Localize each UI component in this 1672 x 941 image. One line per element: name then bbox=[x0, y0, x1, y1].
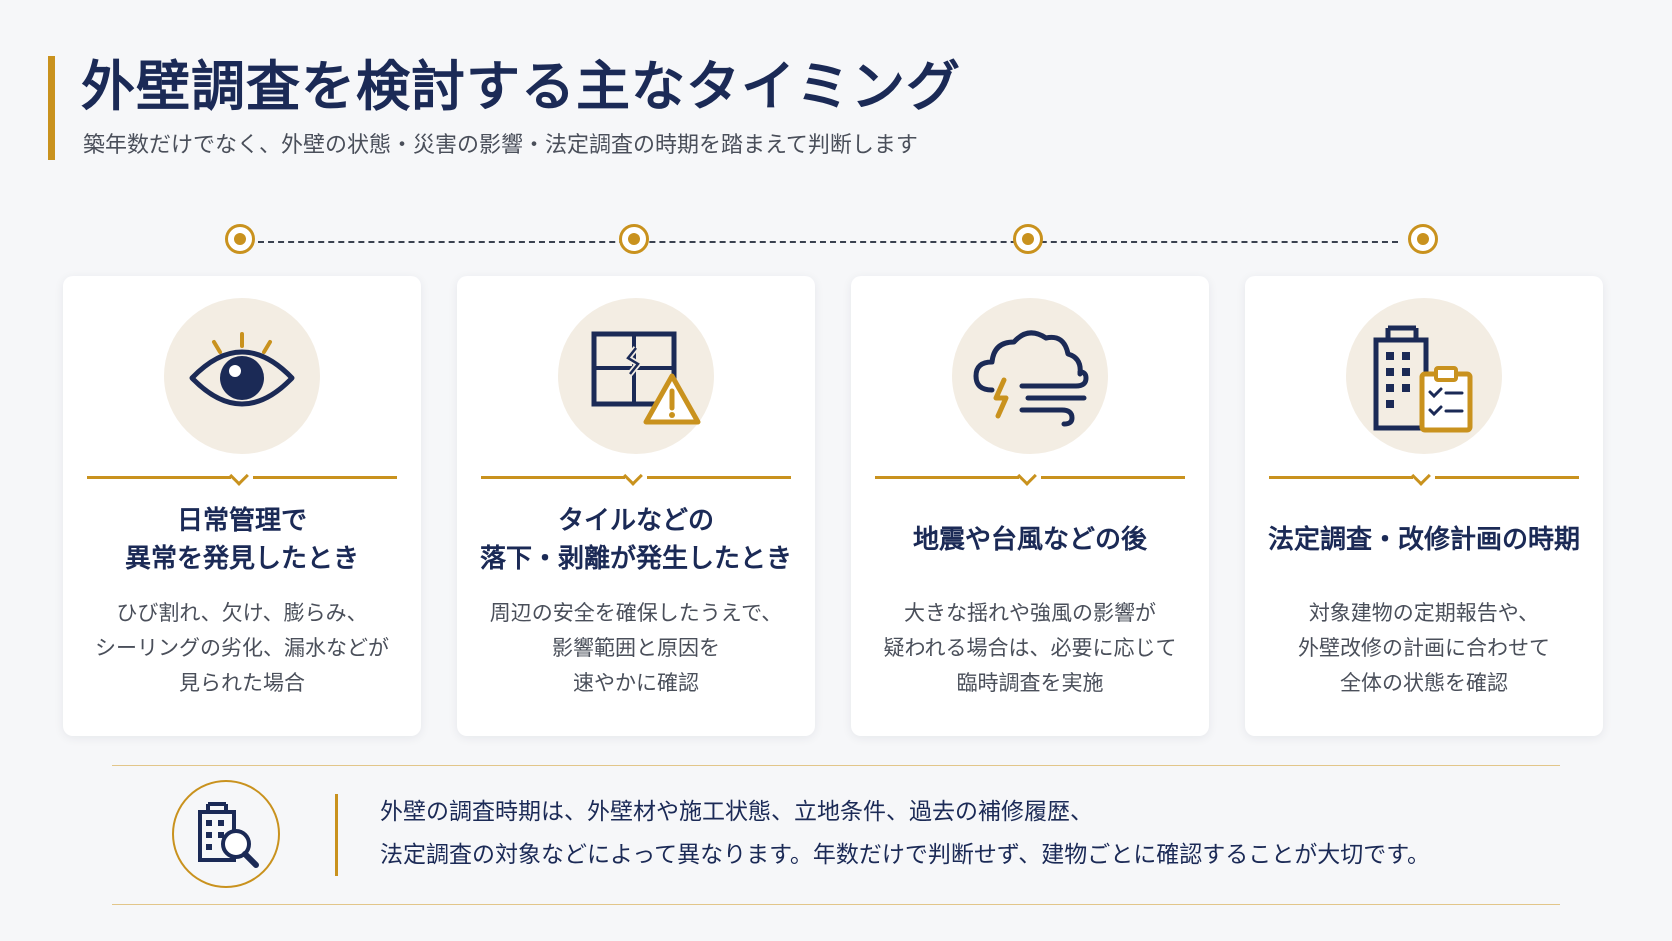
building-search-icon bbox=[198, 802, 259, 868]
card-description: 周辺の安全を確保したうえで、 影響範囲と原因を 速やかに確認 bbox=[457, 596, 815, 701]
cracked-tile-warning-icon bbox=[591, 331, 701, 425]
icon-background bbox=[952, 298, 1108, 454]
timing-card-after-disaster: 地震や台風などの後 大きな揺れや強風の影響が 疑われる場合は、必要に応じて 臨時… bbox=[851, 276, 1209, 736]
header-accent-bar bbox=[48, 56, 55, 160]
timing-card-tile-falling: タイルなどの 落下・剥離が発生したとき 周辺の安全を確保したうえで、 影響範囲と… bbox=[457, 276, 815, 736]
card-title-line: 落下・剥離が発生したとき bbox=[479, 544, 792, 574]
icon-background bbox=[1346, 298, 1502, 454]
card-desc-line: 対象建物の定期報告や、 bbox=[1308, 601, 1540, 625]
note-text: 外壁の調査時期は、外壁材や施工状態、立地条件、過去の補修履歴、 法定調査の対象な… bbox=[380, 791, 1430, 877]
icon-background bbox=[164, 298, 320, 454]
card-description: 対象建物の定期報告や、 外壁改修の計画に合わせて 全体の状態を確認 bbox=[1245, 596, 1603, 701]
timeline-dot bbox=[1013, 224, 1043, 254]
eye-icon bbox=[189, 332, 295, 407]
timeline bbox=[0, 220, 1672, 270]
divider-notch-mask bbox=[1413, 473, 1435, 479]
divider-notch bbox=[229, 466, 249, 486]
building-checklist-icon bbox=[1373, 325, 1473, 433]
page-title: 外壁調査を検討する主なタイミング bbox=[81, 55, 961, 118]
note-accent-bar bbox=[335, 794, 338, 876]
page-subtitle: 築年数だけでなく、外壁の状態・災害の影響・法定調査の時期を踏まえて判断します bbox=[83, 133, 918, 158]
card-desc-line: 疑われる場合は、必要に応じて bbox=[883, 636, 1177, 660]
card-desc-line: 速やかに確認 bbox=[573, 671, 699, 695]
divider-notch bbox=[623, 466, 643, 486]
note-line: 法定調査の対象などによって異なります。年数だけで判断せず、建物ごとに確認すること… bbox=[380, 842, 1430, 868]
card-desc-line: 大きな揺れや強風の影響が bbox=[904, 601, 1156, 625]
note-section: 外壁の調査時期は、外壁材や施工状態、立地条件、過去の補修履歴、 法定調査の対象な… bbox=[112, 765, 1560, 905]
card-desc-line: 影響範囲と原因を bbox=[552, 636, 720, 660]
card-title: 日常管理で 異常を発見したとき bbox=[63, 502, 421, 578]
card-title-line: 異常を発見したとき bbox=[124, 544, 359, 574]
icon-background bbox=[558, 298, 714, 454]
divider-notch bbox=[1411, 466, 1431, 486]
divider-notch-mask bbox=[625, 473, 647, 479]
card-title: 法定調査・改修計画の時期 bbox=[1245, 521, 1603, 559]
card-desc-line: 周辺の安全を確保したうえで、 bbox=[489, 601, 783, 625]
card-description: 大きな揺れや強風の影響が 疑われる場合は、必要に応じて 臨時調査を実施 bbox=[851, 596, 1209, 701]
card-desc-line: ひび割れ、欠け、膨らみ、 bbox=[116, 601, 368, 625]
timeline-dot bbox=[225, 224, 255, 254]
card-description: ひび割れ、欠け、膨らみ、 シーリングの劣化、漏水などが 見られた場合 bbox=[63, 596, 421, 701]
card-title-line: 法定調査・改修計画の時期 bbox=[1267, 525, 1580, 555]
card-title-line: 地震や台風などの後 bbox=[912, 525, 1147, 555]
timing-card-daily-inspection: 日常管理で 異常を発見したとき ひび割れ、欠け、膨らみ、 シーリングの劣化、漏水… bbox=[63, 276, 421, 736]
timeline-dot bbox=[1408, 224, 1438, 254]
timeline-dot bbox=[619, 224, 649, 254]
card-desc-line: 外壁改修の計画に合わせて bbox=[1298, 636, 1550, 660]
timeline-line bbox=[258, 241, 1398, 243]
note-icon-circle bbox=[172, 780, 280, 888]
divider-notch-mask bbox=[231, 473, 253, 479]
card-desc-line: 見られた場合 bbox=[179, 671, 305, 695]
storm-cloud-icon bbox=[973, 330, 1089, 427]
card-title-line: タイルなどの bbox=[557, 506, 714, 536]
card-desc-line: 全体の状態を確認 bbox=[1340, 671, 1508, 695]
card-desc-line: 臨時調査を実施 bbox=[956, 671, 1104, 695]
card-title: 地震や台風などの後 bbox=[851, 521, 1209, 559]
timing-card-legal-inspection: 法定調査・改修計画の時期 対象建物の定期報告や、 外壁改修の計画に合わせて 全体… bbox=[1245, 276, 1603, 736]
page-header: 外壁調査を検討する主なタイミング 築年数だけでなく、外壁の状態・災害の影響・法定… bbox=[48, 52, 1248, 164]
divider-notch-mask bbox=[1019, 473, 1041, 479]
card-title: タイルなどの 落下・剥離が発生したとき bbox=[457, 502, 815, 578]
card-desc-line: シーリングの劣化、漏水などが bbox=[95, 636, 389, 660]
divider-notch bbox=[1017, 466, 1037, 486]
card-title-line: 日常管理で bbox=[176, 506, 307, 536]
note-line: 外壁の調査時期は、外壁材や施工状態、立地条件、過去の補修履歴、 bbox=[380, 799, 1093, 825]
